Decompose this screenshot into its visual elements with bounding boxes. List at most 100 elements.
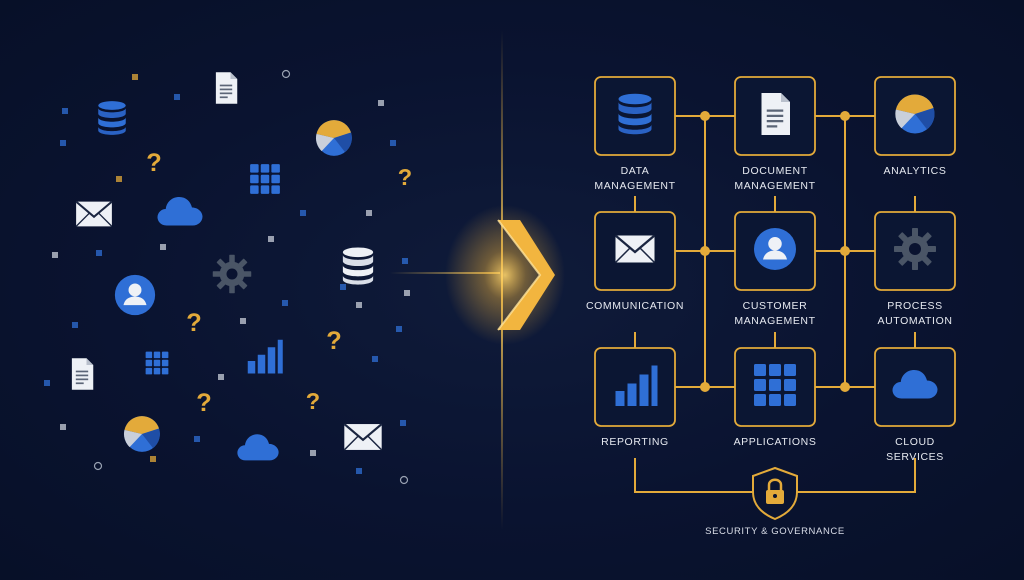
particle — [310, 450, 316, 456]
particle — [194, 436, 200, 442]
particle — [116, 176, 122, 182]
particle — [60, 424, 66, 430]
pie-chart-icon — [315, 120, 352, 156]
pie-chart-icon — [895, 94, 935, 134]
disorganized-data-cluster — [44, 69, 413, 485]
connector-lines — [634, 111, 916, 493]
label-line: COMMUNICATION — [585, 300, 684, 312]
label-line: MANAGEMENT — [734, 315, 816, 327]
lock-shield-icon — [752, 466, 798, 521]
particle — [402, 258, 408, 264]
document-icon — [761, 93, 790, 135]
gear-icon — [894, 228, 936, 270]
particle — [96, 250, 102, 256]
label-line: DOCUMENT — [742, 165, 808, 177]
particle — [160, 244, 166, 250]
particle — [356, 468, 362, 474]
question-mark-icon — [146, 148, 162, 176]
security-governance — [752, 466, 798, 521]
junction-dot — [700, 382, 710, 392]
chevron-right-icon — [445, 205, 565, 345]
label-line: REPORTING — [601, 436, 669, 448]
particle — [396, 326, 402, 332]
label-line: ANALYTICS — [883, 165, 947, 177]
node-label-document-management: DOCUMENT MANAGEMENT — [705, 164, 845, 194]
particle — [390, 140, 396, 146]
node-analytics — [874, 76, 956, 156]
junction-dot — [700, 111, 710, 121]
particle — [378, 100, 384, 106]
gear-icon — [212, 254, 252, 294]
particle — [300, 210, 306, 216]
question-mark-icon — [186, 308, 202, 336]
envelope-icon — [75, 200, 113, 228]
label-line: SERVICES — [886, 451, 944, 463]
particle — [44, 380, 50, 386]
particle — [93, 461, 103, 471]
label-line: AUTOMATION — [877, 315, 953, 327]
grid-icon — [754, 364, 796, 406]
label-line: DATA — [620, 165, 650, 177]
document-icon — [71, 358, 94, 390]
node-label-customer-management: CUSTOMER MANAGEMENT — [705, 299, 845, 329]
user-icon — [114, 274, 156, 316]
database-icon — [342, 247, 374, 285]
node-process-automation — [874, 211, 956, 291]
security-label: SECURITY & GOVERNANCE — [705, 526, 845, 537]
particle — [399, 475, 409, 485]
particle — [240, 318, 246, 324]
node-label-applications: APPLICATIONS — [705, 435, 845, 450]
envelope-icon — [614, 234, 656, 264]
cloud-icon — [157, 197, 203, 226]
label-line: CLOUD — [895, 436, 935, 448]
particle — [132, 74, 138, 80]
user-icon — [754, 228, 796, 270]
node-label-cloud-services: CLOUD SERVICES — [845, 435, 985, 465]
node-customer-management — [734, 211, 816, 291]
junction-dot — [700, 246, 710, 256]
particle — [282, 300, 288, 306]
label-line: MANAGEMENT — [734, 180, 816, 192]
data-stream — [390, 272, 500, 274]
particle — [62, 108, 68, 114]
particle — [372, 356, 378, 362]
question-mark-icon — [196, 388, 212, 416]
node-label-reporting: REPORTING — [565, 435, 705, 450]
particle — [400, 420, 406, 426]
particle — [150, 456, 156, 462]
label-line: CUSTOMER — [742, 300, 808, 312]
node-label-communication: COMMUNICATION — [565, 299, 705, 314]
particle — [268, 236, 274, 242]
particle — [52, 252, 58, 258]
grid-icon — [250, 164, 280, 194]
node-label-analytics: ANALYTICS — [845, 164, 985, 179]
pie-chart-icon — [123, 416, 160, 452]
organized-node-grid — [594, 76, 956, 427]
node-communication — [594, 211, 676, 291]
particle — [174, 94, 180, 100]
question-mark-icon — [397, 164, 413, 190]
particle — [404, 290, 410, 296]
junction-dot — [840, 382, 850, 392]
grid-icon — [145, 351, 169, 375]
junction-dot — [840, 246, 850, 256]
document-icon — [215, 72, 238, 104]
question-mark-icon — [305, 388, 321, 414]
node-data-management — [594, 76, 676, 156]
particle — [218, 374, 224, 380]
junction-dot — [840, 111, 850, 121]
database-icon — [98, 101, 126, 135]
particle — [340, 284, 346, 290]
node-document-management — [734, 76, 816, 156]
envelope-icon — [343, 422, 383, 452]
node-applications — [734, 347, 816, 427]
particle — [366, 210, 372, 216]
particle — [281, 69, 291, 79]
particle — [60, 140, 66, 146]
cloud-icon — [237, 434, 279, 461]
question-mark-icon — [326, 326, 342, 354]
